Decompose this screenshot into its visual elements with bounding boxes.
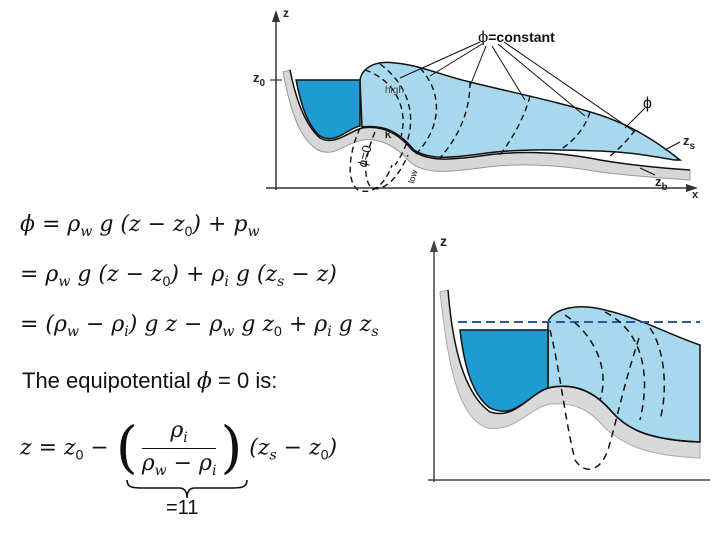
eq1-g: g (z − z xyxy=(92,212,184,237)
fraction-denominator: ρw − ρi xyxy=(142,449,217,479)
final-lhs: z = z xyxy=(20,436,76,461)
eq2-lead: = ρ xyxy=(20,262,58,287)
zs-label: zs xyxy=(683,133,696,152)
eq3-lead: = (ρ xyxy=(20,312,67,337)
equipotential-sentence: The equipotential ϕ = 0 is: xyxy=(22,368,277,394)
k-label: K xyxy=(385,130,392,140)
phi-constant-label: ϕ=constant xyxy=(478,28,555,46)
eq1-pw-sub: w xyxy=(248,224,260,240)
final-tail-close: ) xyxy=(328,436,337,461)
zs-leader xyxy=(665,142,680,150)
bottom-diagram: z xyxy=(420,220,710,490)
eq2-tail: g (z xyxy=(229,262,277,287)
top-diagram: z x z0 ϕ=constant ϕ high K ϕ=0 low zs zb xyxy=(250,0,720,205)
eq3-gz0: g z xyxy=(234,312,274,337)
x-axis-label: x xyxy=(692,189,699,201)
eq1-w-sub: w xyxy=(80,224,92,240)
z-axis-bottom-arrow xyxy=(430,240,438,252)
eq3-plus: + ρ xyxy=(282,312,327,337)
equipotential-eq: = 0 xyxy=(212,368,249,393)
equipotential-phi: ϕ xyxy=(197,369,212,394)
equation-line-3: = (ρw − ρi) g z − ρw g z0 + ρi g zs xyxy=(20,312,379,340)
eq2-mid: ) + ρ xyxy=(170,262,224,287)
eq3-minus: − ρ xyxy=(79,312,124,337)
high-label: high xyxy=(385,85,404,96)
z-axis-label: z xyxy=(283,6,289,20)
z-axis-arrow xyxy=(272,10,280,22)
z0-label: z0 xyxy=(253,70,266,89)
eq3-s-sub: s xyxy=(371,324,378,340)
final-minus: − xyxy=(83,436,115,461)
equipotential-prefix: The equipotential xyxy=(22,368,191,393)
equation-line-1: ϕ = ρw g (z − z0) + pw xyxy=(20,212,259,240)
z-axis-bottom-label: z xyxy=(440,233,447,249)
eq2-end: − z) xyxy=(284,262,337,287)
left-paren: ( xyxy=(116,416,138,481)
final-tail: (z xyxy=(242,436,269,461)
eq1-tail: ) + p xyxy=(192,212,247,237)
final-tail-end: − z xyxy=(277,436,321,461)
phi-right-leader xyxy=(625,108,645,128)
final-tail-s-sub: s xyxy=(269,448,276,464)
low-label: low xyxy=(406,168,419,184)
eq3-w2-sub: w xyxy=(222,324,234,340)
right-paren: ) xyxy=(220,416,242,481)
eq2-w-sub: w xyxy=(58,274,70,290)
eq3-gz: ) g z − ρ xyxy=(129,312,223,337)
eq1-phi: ϕ xyxy=(20,212,35,237)
equipotential-suffix: is: xyxy=(249,368,277,393)
fraction-numerator: ρi xyxy=(142,418,217,449)
phi-zero-label: ϕ=0 xyxy=(354,144,374,169)
eq1-rho: = ρ xyxy=(35,212,80,237)
brace-value: =11 xyxy=(166,497,198,520)
eq3-z0-sub: 0 xyxy=(274,323,282,339)
equation-line-2: = ρw g (z − z0) + ρi g (zs − z) xyxy=(20,262,337,290)
eq2-g: g (z − z xyxy=(70,262,162,287)
phi-right-label: ϕ xyxy=(643,95,652,112)
eq3-gzs: g z xyxy=(332,312,372,337)
eq3-w-sub: w xyxy=(67,324,79,340)
